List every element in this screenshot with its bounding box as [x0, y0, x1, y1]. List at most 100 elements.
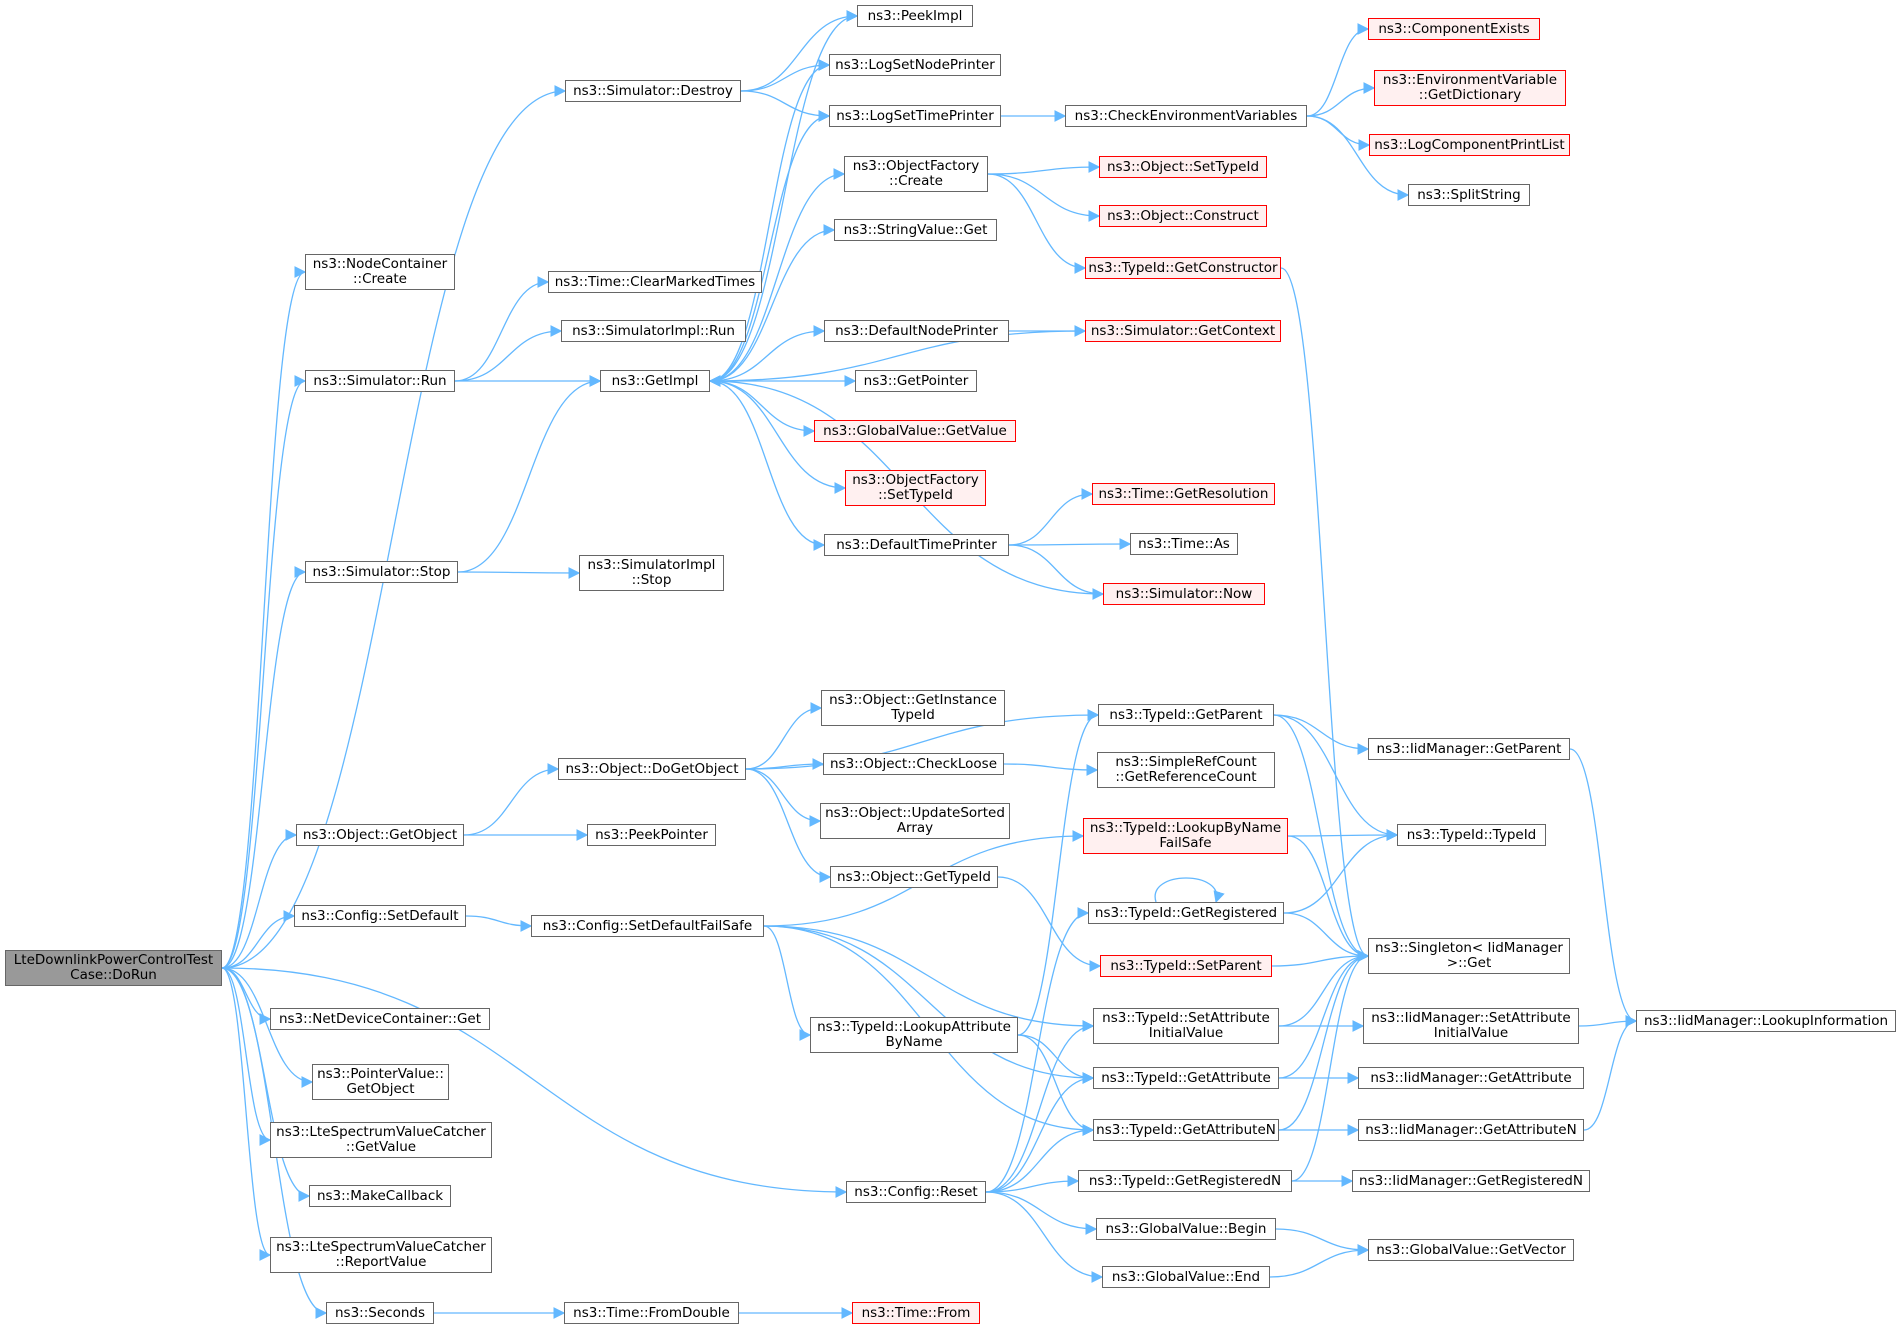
node-time-fromdouble[interactable]: ns3::Time::FromDouble: [564, 1302, 739, 1324]
edge-object-dogetobject-to-object-gettypeid: [745, 768, 832, 883]
node-peekimpl[interactable]: ns3::PeekImpl: [857, 5, 973, 27]
node-simulatorimpl-stop[interactable]: ns3::SimulatorImpl::Stop: [579, 555, 724, 591]
node-label: ns3::GlobalValue::Begin: [1105, 1220, 1267, 1237]
node-object-construct[interactable]: ns3::Object::Construct: [1099, 205, 1267, 227]
node-logsetnodeprinter[interactable]: ns3::LogSetNodePrinter: [829, 54, 1001, 76]
node-componentexists[interactable]: ns3::ComponentExists: [1368, 18, 1540, 40]
node-makecallback[interactable]: ns3::MakeCallback: [309, 1185, 451, 1207]
node-objectfactory-settypeid[interactable]: ns3::ObjectFactory::SetTypeId: [845, 470, 986, 506]
edge-object-dogetobject-to-object-getinstancetypeid: [745, 702, 823, 770]
node-label: ns3::Object::GetTypeId: [837, 868, 991, 885]
node-config-setdefault[interactable]: ns3::Config::SetDefault: [294, 905, 466, 927]
node-globalvalue-getvector[interactable]: ns3::GlobalValue::GetVector: [1368, 1239, 1574, 1261]
node-seconds[interactable]: ns3::Seconds: [326, 1302, 434, 1324]
node-simplerefcount-getreferencecount[interactable]: ns3::SimpleRefCount::GetReferenceCount: [1097, 752, 1275, 788]
node-label: ns3::SimpleRefCount::GetReferenceCount: [1115, 754, 1257, 785]
node-singleton-get[interactable]: ns3::Singleton< IidManager>::Get: [1368, 938, 1570, 974]
node-simulator-destroy[interactable]: ns3::Simulator::Destroy: [565, 80, 741, 102]
node-simulator-now[interactable]: ns3::Simulator::Now: [1103, 583, 1265, 605]
node-globalvalue-begin[interactable]: ns3::GlobalValue::Begin: [1096, 1218, 1276, 1240]
node-logcomponentprintlist[interactable]: ns3::LogComponentPrintList: [1369, 134, 1570, 156]
node-pointervalue-getobject[interactable]: ns3::PointerValue::GetObject: [312, 1064, 449, 1100]
node-typeid-setparent[interactable]: ns3::TypeId::SetParent: [1100, 955, 1272, 977]
node-objectfactory-create[interactable]: ns3::ObjectFactory::Create: [844, 156, 988, 192]
node-object-getobject[interactable]: ns3::Object::GetObject: [296, 824, 464, 846]
node-netdevicecontainer-get[interactable]: ns3::NetDeviceContainer::Get: [270, 1008, 490, 1030]
node-typeid-getattributen[interactable]: ns3::TypeId::GetAttributeN: [1093, 1119, 1279, 1141]
node-label: ns3::LogSetTimePrinter: [836, 107, 994, 124]
node-simulator-run[interactable]: ns3::Simulator::Run: [305, 370, 455, 392]
node-typeid-getparent[interactable]: ns3::TypeId::GetParent: [1098, 704, 1274, 726]
edge-getimpl-to-logsettimeprinter: [709, 110, 831, 382]
edge-simulator-stop-to-simulatorimpl-stop: [457, 567, 581, 579]
node-time-clearmarkedtimes[interactable]: ns3::Time::ClearMarkedTimes: [548, 271, 762, 293]
edge-root-to-config-reset: [221, 967, 848, 1198]
node-label: ns3::Simulator::Run: [313, 372, 447, 389]
node-typeid-getconstructor[interactable]: ns3::TypeId::GetConstructor: [1085, 257, 1281, 279]
node-object-checkloose[interactable]: ns3::Object::CheckLoose: [823, 753, 1004, 775]
node-getimpl[interactable]: ns3::GetImpl: [600, 370, 710, 392]
node-typeid-getattribute[interactable]: ns3::TypeId::GetAttribute: [1093, 1067, 1279, 1089]
node-iidmanager-getregisteredn[interactable]: ns3::IidManager::GetRegisteredN: [1352, 1170, 1590, 1192]
node-iidmanager-lookupinformation[interactable]: ns3::IidManager::LookupInformation: [1636, 1010, 1896, 1032]
node-globalvalue-end[interactable]: ns3::GlobalValue::End: [1102, 1266, 1270, 1288]
node-ltespectrum-reportvalue[interactable]: ns3::LteSpectrumValueCatcher::ReportValu…: [270, 1237, 492, 1273]
node-object-gettypeid[interactable]: ns3::Object::GetTypeId: [830, 866, 998, 888]
node-getpointer[interactable]: ns3::GetPointer: [855, 370, 977, 392]
edge-globalvalue-begin-to-globalvalue-getvector: [1275, 1228, 1370, 1256]
node-peekpointer[interactable]: ns3::PeekPointer: [587, 824, 716, 846]
node-label: ns3::PointerValue::GetObject: [317, 1066, 444, 1097]
node-time-getresolution[interactable]: ns3::Time::GetResolution: [1092, 483, 1275, 505]
node-logsettimeprinter[interactable]: ns3::LogSetTimePrinter: [829, 105, 1001, 127]
node-label: ns3::TypeId::SetParent: [1110, 957, 1262, 974]
node-splitstring[interactable]: ns3::SplitString: [1408, 184, 1530, 206]
node-nodecontainer-create[interactable]: ns3::NodeContainer::Create: [305, 254, 455, 290]
edge-objectfactory-create-to-typeid-getconstructor: [987, 173, 1087, 274]
node-label: ns3::NodeContainer::Create: [312, 256, 448, 287]
edge-config-reset-to-typeid-getregistered: [985, 907, 1090, 1193]
node-ltespectrum-getvalue[interactable]: ns3::LteSpectrumValueCatcher::GetValue: [270, 1122, 492, 1158]
edge-config-reset-to-globalvalue-end: [985, 1191, 1104, 1283]
node-stringvalue-get[interactable]: ns3::StringValue::Get: [834, 219, 997, 241]
node-label: ns3::Object::CheckLoose: [829, 755, 997, 772]
node-label: ns3::ObjectFactory::Create: [852, 158, 980, 189]
node-defaultnodeprinter[interactable]: ns3::DefaultNodePrinter: [824, 320, 1009, 342]
node-simulatorimpl-run[interactable]: ns3::SimulatorImpl::Run: [561, 320, 746, 342]
node-object-dogetobject[interactable]: ns3::Object::DoGetObject: [558, 758, 746, 780]
edge-root-to-config-setdefault: [221, 910, 296, 969]
node-label: ns3::ObjectFactory::SetTypeId: [852, 472, 979, 503]
node-time-from[interactable]: ns3::Time::From: [852, 1302, 980, 1324]
node-environmentvariable-getdictionary[interactable]: ns3::EnvironmentVariable::GetDictionary: [1374, 70, 1566, 106]
node-object-settypeid[interactable]: ns3::Object::SetTypeId: [1099, 156, 1267, 178]
node-label: ns3::SimulatorImpl::Run: [572, 322, 735, 339]
node-time-as[interactable]: ns3::Time::As: [1130, 533, 1238, 555]
node-typeid-getregisteredn[interactable]: ns3::TypeId::GetRegisteredN: [1078, 1170, 1292, 1192]
node-config-reset[interactable]: ns3::Config::Reset: [846, 1181, 986, 1203]
node-label: ns3::LogSetNodePrinter: [835, 56, 995, 73]
node-simulator-getcontext[interactable]: ns3::Simulator::GetContext: [1085, 320, 1281, 342]
node-simulator-stop[interactable]: ns3::Simulator::Stop: [305, 561, 458, 583]
node-label: ns3::Config::SetDefault: [301, 907, 459, 924]
node-iidmanager-getparent[interactable]: ns3::IidManager::GetParent: [1368, 738, 1570, 760]
node-label: ns3::IidManager::GetParent: [1376, 740, 1562, 757]
node-globalvalue-getvalue[interactable]: ns3::GlobalValue::GetValue: [814, 420, 1016, 442]
node-defaulttimeprinter[interactable]: ns3::DefaultTimePrinter: [824, 534, 1009, 556]
node-typeid-typeid[interactable]: ns3::TypeId::TypeId: [1397, 824, 1546, 846]
edge-typeid-lookupattributebyname-to-typeid-getattribute: [1017, 1034, 1095, 1084]
edge-getimpl-to-objectfactory-create: [709, 168, 846, 382]
node-iidmanager-getattribute[interactable]: ns3::IidManager::GetAttribute: [1358, 1067, 1584, 1089]
edge-root-to-pointervalue-getobject: [221, 967, 314, 1088]
node-checkenvironmentvariables[interactable]: ns3::CheckEnvironmentVariables: [1065, 105, 1307, 127]
node-typeid-getregistered[interactable]: ns3::TypeId::GetRegistered: [1088, 902, 1284, 924]
node-iidmanager-getattributen[interactable]: ns3::IidManager::GetAttributeN: [1358, 1119, 1584, 1141]
node-config-setdefaultfailsafe[interactable]: ns3::Config::SetDefaultFailSafe: [531, 915, 764, 937]
